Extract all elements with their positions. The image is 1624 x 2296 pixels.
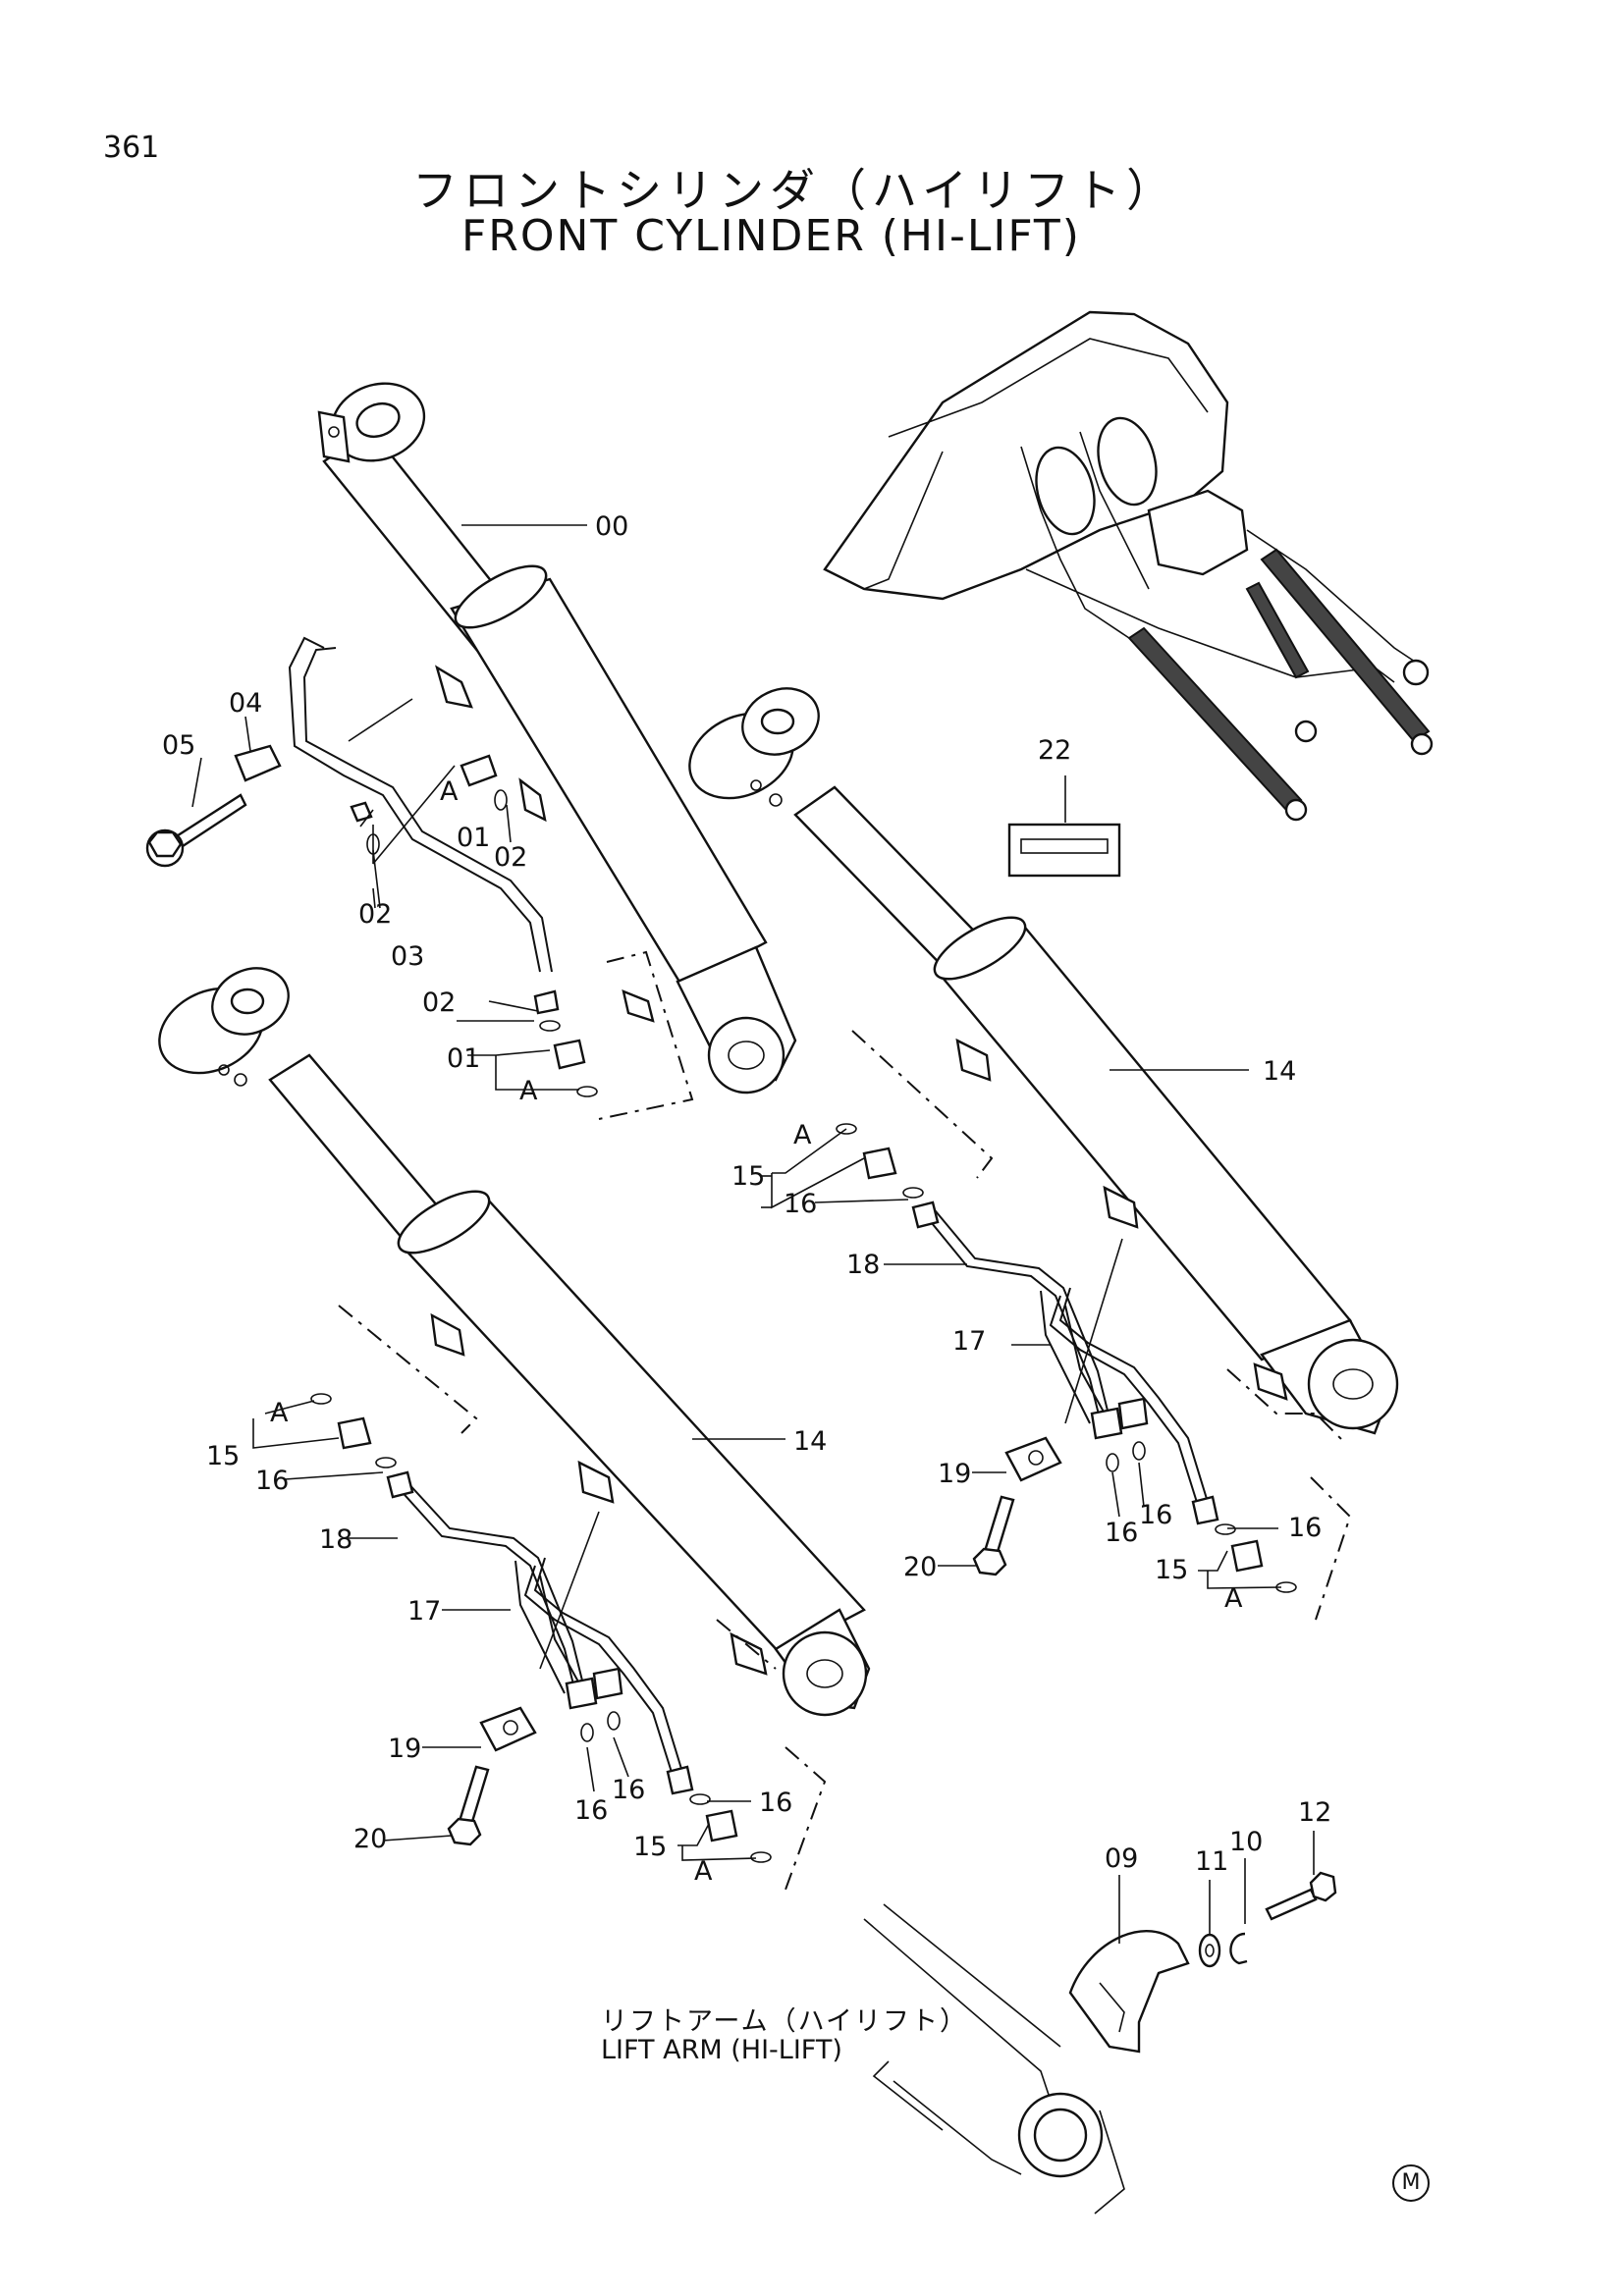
callout-14-left: 14 — [793, 1426, 827, 1457]
callout-16-c: 16 — [1139, 1500, 1172, 1530]
plate-09 — [1068, 1930, 1190, 2054]
pipe-03 — [288, 636, 553, 973]
front-cylinder-00 — [317, 382, 797, 1095]
callout-03: 03 — [391, 941, 424, 972]
detail-frame-upper — [598, 950, 694, 1120]
callout-15-c: 15 — [206, 1441, 240, 1471]
callout-15-a: 15 — [731, 1161, 765, 1192]
callout-ref-a-3: A — [793, 1120, 812, 1150]
detail-frame-right-2 — [1226, 1368, 1346, 1444]
callout-ref-a-6: A — [694, 1856, 713, 1887]
title-japanese: フロントシリンダ（ハイリフト） — [412, 164, 1178, 217]
callout-22: 22 — [1038, 735, 1071, 766]
lift-arm — [863, 1903, 1125, 2215]
title-english: FRONT CYLINDER (HI-LIFT) — [461, 211, 1081, 261]
callout-10: 10 — [1229, 1827, 1263, 1857]
decal-22 — [1007, 823, 1121, 878]
callout-15-d: 15 — [633, 1832, 667, 1862]
callout-16-d: 16 — [1288, 1513, 1322, 1543]
callout-04: 04 — [229, 688, 262, 719]
callout-ref-a-2: A — [519, 1076, 538, 1106]
detail-frame-right-3 — [1310, 1476, 1352, 1621]
callout-02-c: 02 — [422, 988, 456, 1018]
callout-ref-a-5: A — [270, 1398, 289, 1428]
bolt-20-right — [972, 1495, 1015, 1576]
callout-19-right: 19 — [938, 1459, 971, 1489]
bolt-05 — [145, 793, 247, 868]
callout-16-f: 16 — [574, 1795, 608, 1826]
callout-19-left: 19 — [388, 1734, 421, 1764]
callout-18-right: 18 — [846, 1250, 880, 1280]
washer-11 — [1198, 1933, 1221, 1968]
clamp-19-right — [1004, 1436, 1062, 1482]
callout-12: 12 — [1298, 1797, 1331, 1828]
callout-17-left: 17 — [407, 1596, 441, 1627]
callout-05: 05 — [162, 730, 195, 761]
callout-17-right: 17 — [952, 1326, 986, 1357]
leader-left — [539, 1511, 600, 1670]
fittings-left — [310, 1393, 772, 1863]
detail-frame-left-3 — [785, 1746, 827, 1891]
callout-16-h: 16 — [759, 1788, 792, 1818]
bolt-12 — [1265, 1871, 1337, 1921]
hoses-left — [397, 1479, 686, 1783]
callout-20-left: 20 — [353, 1824, 387, 1854]
callout-labels: 00 04 05 A 01 02 02 03 02 01 A 22 14 A 1… — [162, 511, 1331, 1887]
callout-15-b: 15 — [1155, 1555, 1188, 1585]
loader-overview-illustration — [823, 310, 1434, 822]
maker-mark: M — [1392, 2164, 1430, 2202]
detail-frame-left-1 — [338, 1305, 478, 1434]
callout-01-b: 01 — [447, 1043, 480, 1074]
callout-16-e: 16 — [255, 1466, 289, 1496]
leader-lines — [191, 524, 1315, 1944]
clamp-04 — [234, 744, 282, 782]
lift-arm-leader — [872, 2060, 944, 2131]
callout-01-a: 01 — [457, 823, 490, 853]
bolt-20-left — [447, 1765, 490, 1846]
lift-arm-note-japanese: リフトアーム（ハイリフト） — [601, 2006, 969, 2037]
callout-00: 00 — [595, 511, 628, 542]
callout-18-left: 18 — [319, 1524, 352, 1555]
front-cylinder-14-right — [688, 687, 1399, 1435]
hoses-right — [922, 1204, 1212, 1513]
callout-16-b: 16 — [1105, 1518, 1138, 1548]
callout-02-a: 02 — [494, 842, 527, 873]
detail-frame-left-2 — [716, 1619, 777, 1670]
callout-11: 11 — [1195, 1846, 1228, 1877]
callout-09: 09 — [1105, 1843, 1138, 1874]
callout-ref-a-4: A — [1224, 1583, 1243, 1614]
lift-arm-note-english: LIFT ARM (HI-LIFT) — [601, 2035, 842, 2065]
fittings-upper — [350, 754, 598, 1097]
callout-16-a: 16 — [784, 1189, 817, 1219]
clamp-19-left — [479, 1706, 537, 1752]
callout-16-g: 16 — [612, 1775, 645, 1805]
front-cylinder-14-left — [158, 967, 871, 1717]
callout-20-right: 20 — [903, 1552, 937, 1582]
detail-frame-right-1 — [851, 1030, 994, 1179]
callout-14-right: 14 — [1263, 1056, 1296, 1087]
page-number: 361 — [103, 131, 160, 165]
callout-ref-a-1: A — [440, 776, 459, 807]
lock-washer-10 — [1229, 1932, 1248, 1965]
callout-02-b: 02 — [358, 899, 392, 930]
